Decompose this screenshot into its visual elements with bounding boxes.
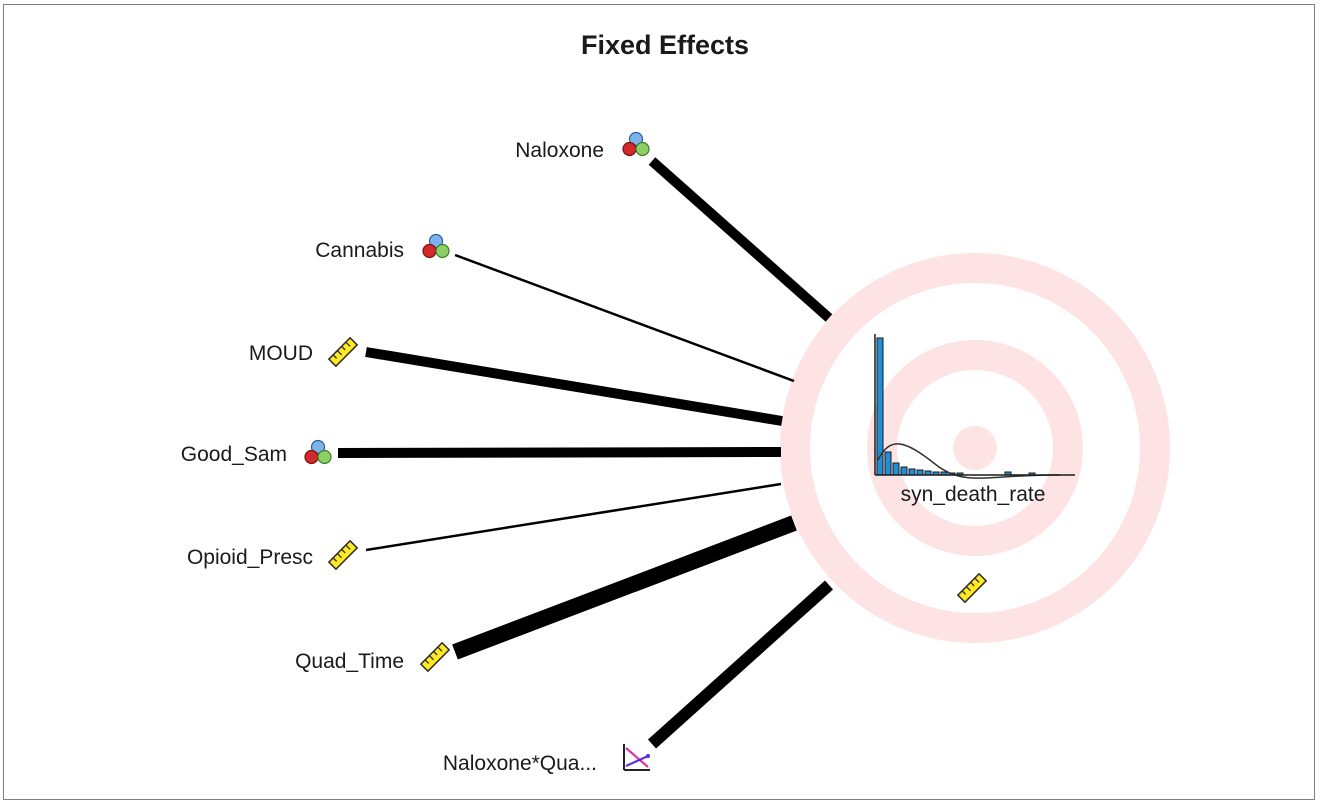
predictor-label-naloxone[interactable]: Naloxone xyxy=(515,139,604,162)
ruler-icon xyxy=(957,573,987,603)
connection-naloxone-quad[interactable] xyxy=(647,580,834,749)
predictor-label-opioid-presc[interactable]: Opioid_Presc xyxy=(187,546,313,569)
connections xyxy=(337,157,834,749)
diagram-title: Fixed Effects xyxy=(581,30,749,60)
connection-opioid-presc[interactable] xyxy=(365,482,782,552)
histogram-bar xyxy=(908,468,916,476)
density-curve xyxy=(877,443,1061,479)
target-ring-outer xyxy=(780,253,1170,643)
connection-good-sam[interactable] xyxy=(337,447,782,458)
ruler-icon xyxy=(328,337,358,367)
target-histogram xyxy=(874,334,1075,479)
connection-naloxone[interactable] xyxy=(648,157,833,322)
nominal-circles-icon xyxy=(622,131,650,157)
connection-cannabis[interactable] xyxy=(454,253,795,383)
connection-quad-time[interactable] xyxy=(452,515,797,660)
target-node xyxy=(780,253,1170,643)
nominal-circles-icon xyxy=(422,233,450,259)
histogram-bar xyxy=(900,466,908,476)
histogram-bar xyxy=(884,451,892,476)
predictor-label-cannabis[interactable]: Cannabis xyxy=(315,239,404,262)
target-label[interactable]: syn_death_rate xyxy=(901,483,1046,506)
nominal-circles-icon xyxy=(304,439,332,465)
histogram-bar xyxy=(892,462,900,476)
target-ring-center xyxy=(953,426,997,470)
ruler-icon xyxy=(420,642,450,672)
ruler-icon xyxy=(328,540,358,570)
predictor-label-naloxone-quad[interactable]: Naloxone*Qua... xyxy=(443,752,597,775)
interaction-icon xyxy=(622,742,652,772)
predictor-label-quad-time[interactable]: Quad_Time xyxy=(295,650,404,673)
predictor-label-good-sam[interactable]: Good_Sam xyxy=(181,443,287,466)
predictor-label-moud[interactable]: MOUD xyxy=(249,342,313,365)
connection-moud[interactable] xyxy=(365,347,783,426)
